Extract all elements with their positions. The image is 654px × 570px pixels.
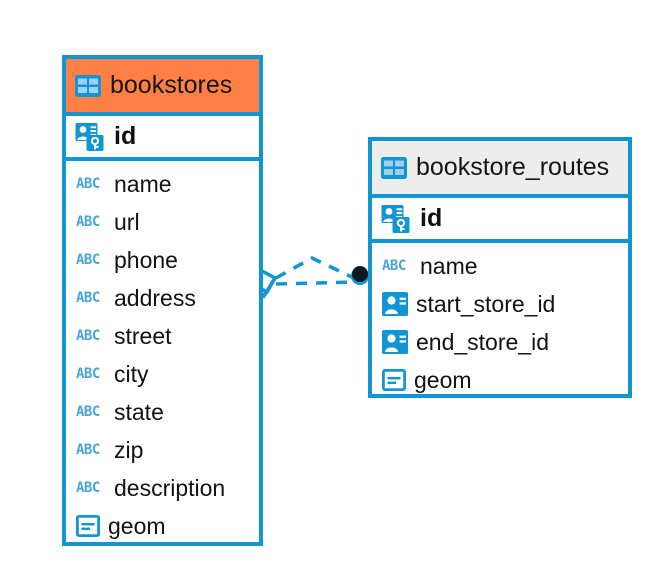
foreign-key-icon — [382, 330, 408, 354]
field-row-end-store-id[interactable]: end_store_id — [372, 323, 628, 361]
field-row-street[interactable]: ABC street — [66, 317, 259, 355]
field-label: url — [114, 208, 140, 235]
field-label: id — [114, 122, 137, 150]
text-field-icon: ABC — [76, 290, 100, 306]
field-label: city — [114, 360, 149, 387]
field-row-zip[interactable]: ABC zip — [66, 431, 259, 469]
relationship-target-marker — [351, 266, 369, 285]
text-field-icon: ABC — [76, 366, 100, 382]
field-label: geom — [108, 512, 166, 539]
field-row-address[interactable]: ABC address — [66, 279, 259, 317]
field-label: start_store_id — [416, 290, 556, 317]
field-row-start-store-id[interactable]: start_store_id — [372, 285, 628, 323]
field-label: state — [114, 398, 164, 425]
table-icon — [381, 156, 407, 179]
text-field-icon: ABC — [76, 404, 100, 420]
field-row-name[interactable]: ABC name — [372, 247, 628, 285]
field-label: phone — [114, 246, 178, 273]
field-label: id — [420, 204, 443, 232]
field-row-geom[interactable]: geom — [372, 361, 628, 399]
field-row-name[interactable]: ABC name — [66, 165, 259, 203]
field-list-bookstore-routes: ABC name start_store_id — [372, 243, 628, 399]
field-label: address — [114, 284, 196, 311]
text-field-icon: ABC — [76, 176, 100, 192]
geometry-field-icon — [76, 515, 100, 537]
entity-title: bookstore_routes — [416, 153, 610, 181]
text-field-icon: ABC — [76, 252, 100, 268]
field-list-bookstores: ABC name ABC url ABC phone ABC address A… — [66, 161, 259, 545]
field-row-url[interactable]: ABC url — [66, 203, 259, 241]
relationship-line-lower — [275, 280, 357, 286]
field-row-city[interactable]: ABC city — [66, 355, 259, 393]
field-row-primary-key[interactable]: id — [372, 194, 628, 243]
entity-header-bookstores[interactable]: bookstores — [66, 59, 259, 112]
field-row-phone[interactable]: ABC phone — [66, 241, 259, 279]
field-label: name — [114, 170, 172, 197]
text-field-icon: ABC — [76, 214, 100, 230]
entity-bookstore-routes[interactable]: bookstore_routes id ABC name — [368, 137, 632, 398]
field-row-geom[interactable]: geom — [66, 507, 259, 545]
field-label: description — [114, 474, 226, 501]
field-row-description[interactable]: ABC description — [66, 469, 259, 507]
foreign-key-icon — [382, 292, 408, 316]
field-label: zip — [114, 436, 144, 463]
field-label: end_store_id — [416, 328, 549, 355]
entity-header-bookstore-routes[interactable]: bookstore_routes — [372, 141, 628, 194]
field-row-state[interactable]: ABC state — [66, 393, 259, 431]
text-field-icon: ABC — [382, 258, 406, 274]
relationship-line-upper — [275, 256, 359, 282]
field-label: street — [114, 322, 172, 349]
text-field-icon: ABC — [76, 480, 100, 496]
entity-bookstores[interactable]: bookstores id ABC name — [62, 55, 263, 546]
primary-key-icon — [381, 204, 410, 233]
entity-title: bookstores — [110, 71, 233, 99]
field-row-primary-key[interactable]: id — [66, 112, 259, 161]
table-icon — [75, 74, 101, 97]
primary-key-icon — [75, 122, 104, 151]
field-label: name — [420, 252, 478, 279]
geometry-field-icon — [382, 369, 406, 391]
text-field-icon: ABC — [76, 328, 100, 344]
field-label: geom — [414, 366, 472, 393]
text-field-icon: ABC — [76, 442, 100, 458]
